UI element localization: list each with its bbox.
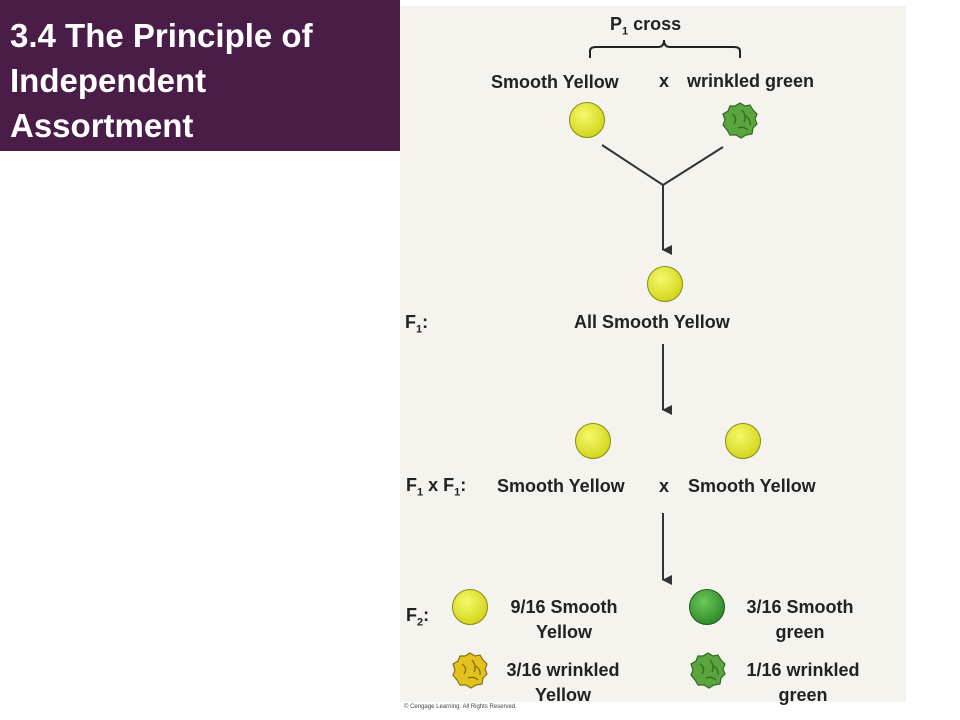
f2-smooth-green-pea-icon (689, 589, 725, 625)
f1xf1-right-label: Smooth Yellow (688, 476, 816, 496)
f2-label: F2: (406, 605, 430, 629)
p1-cross-x: x (659, 71, 670, 91)
f1xf1-x: x (659, 476, 670, 496)
cross-line-right (662, 146, 724, 186)
f2-smooth-green-label: 3/16 Smooth green (746, 597, 854, 642)
f2-smooth-yellow-label: 9/16 Smooth Yellow (510, 597, 618, 642)
figure-panel (400, 6, 906, 702)
f1-smooth-yellow-pea-icon (647, 266, 683, 302)
f1-label: F1: (405, 312, 429, 336)
p1-cross-label: P1 cross (610, 14, 682, 38)
title-banner: 3.4 The Principle of Independent Assortm… (0, 0, 400, 151)
f2-wrinkled-green-label: 1/16 wrinkled green (746, 660, 860, 705)
f2-wrinkled-yellow-label: 3/16 wrinkled Yellow (506, 660, 620, 705)
wrinkled-green-pea-icon (722, 102, 758, 139)
p1-wrinkled-green-label: wrinkled green (687, 71, 815, 91)
cross-line-left (601, 144, 664, 186)
f1xf1-left-label: Smooth Yellow (497, 476, 625, 496)
f1-parent-right-pea-icon (725, 423, 761, 459)
p1-smooth-yellow-label: Smooth Yellow (491, 72, 619, 92)
f1-result: All Smooth Yellow (574, 312, 730, 332)
f2-smooth-yellow-pea-icon (452, 589, 488, 625)
smooth-yellow-pea-icon (569, 102, 605, 138)
p1-brace (589, 39, 741, 58)
copyright-credit: © Cengage Learning. All Rights Reserved. (404, 704, 517, 710)
f2-wrinkled-green-pea-icon (690, 652, 726, 689)
f2-wrinkled-yellow-pea-icon (452, 652, 488, 689)
f1xf1-label: F1 x F1: (406, 475, 467, 499)
f1-parent-left-pea-icon (575, 423, 611, 459)
slide-title: 3.4 The Principle of Independent Assortm… (10, 17, 313, 144)
